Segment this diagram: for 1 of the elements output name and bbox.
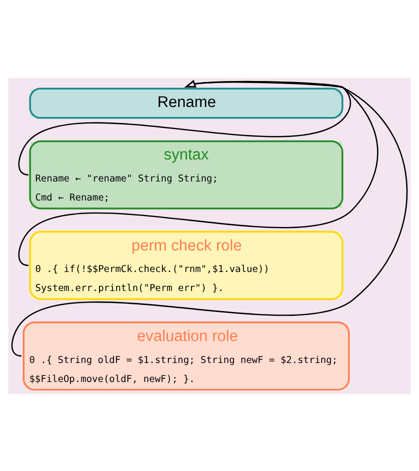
arrow	[11, 80, 408, 356]
